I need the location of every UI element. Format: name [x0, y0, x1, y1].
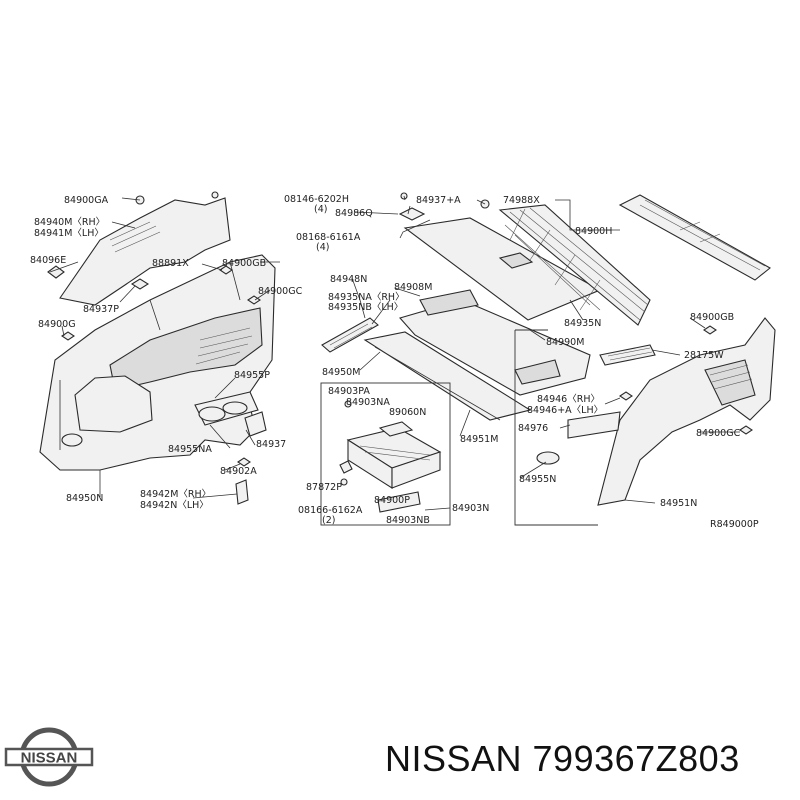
nissan-logo-text: NISSAN [21, 750, 78, 767]
label-08146-6202h: 08146-6202H [284, 194, 349, 205]
label-84955n: 84955N [519, 474, 556, 485]
label-08168-6161a: 08168-6161A [296, 232, 361, 243]
label-84900ga: 84900GA [64, 195, 109, 206]
label-84937p: 84937P [83, 304, 119, 315]
underfloor-box [320, 382, 451, 526]
label-84950n: 84950N [66, 493, 103, 504]
label-84096e: 84096E [30, 255, 66, 266]
label-84946: 84946〈RH〉 [537, 394, 600, 405]
label-89060n: 89060N [389, 407, 426, 418]
cargo-floor [321, 217, 602, 421]
label-84903pa: 84903PA [328, 386, 370, 397]
label-84951m: 84951M [460, 434, 498, 445]
right-trim-panel [536, 317, 776, 506]
label-84903na: 84903NA [346, 397, 390, 408]
label-84903n: 84903N [452, 503, 489, 514]
label-84908m: 84908M [394, 282, 432, 293]
label-84948n: 84948N [330, 274, 367, 285]
label-84900g: 84900G [38, 319, 76, 330]
label-84935na: 84935NA〈RH〉 [328, 292, 405, 303]
part-labels: 84900GA 84940M〈RH〉 84941M〈LH〉 84096E 888… [30, 194, 759, 530]
label-qty-4-b: (4) [316, 242, 329, 253]
label-qty-4-a: (4) [314, 204, 327, 215]
label-88891x: 88891X [152, 258, 189, 269]
label-84935n: 84935N [564, 318, 601, 329]
diagram-ref-code: R849000P [710, 519, 759, 530]
left-clips [47, 265, 261, 341]
label-84942n: 84942N〈LH〉 [140, 500, 209, 511]
label-84900gc-right: 84900GC [696, 428, 741, 439]
label-84986q: 84986Q [335, 208, 373, 219]
label-84900p: 84900P [374, 495, 410, 506]
cup-holder-84955p [194, 391, 267, 505]
label-84937: 84937 [256, 439, 286, 450]
nissan-logo: NISSAN [4, 727, 94, 787]
label-84903nb: 84903NB [386, 515, 430, 526]
label-84950m: 84950M [322, 367, 360, 378]
label-84941m: 84941M〈LH〉 [34, 228, 104, 239]
label-28175w: 28175W [684, 350, 724, 361]
right-callout-box [514, 329, 598, 526]
label-84955p: 84955P [234, 370, 270, 381]
upper-left-trim [59, 191, 231, 306]
label-84900gc-left: 84900GC [258, 286, 303, 297]
label-84940m: 84940M〈RH〉 [34, 217, 105, 228]
label-84937a: 84937+A [416, 195, 461, 206]
label-84976: 84976 [518, 423, 548, 434]
label-87872p: 87872P [306, 482, 342, 493]
label-84951n: 84951N [660, 498, 697, 509]
label-qty-2: (2) [322, 515, 335, 526]
rear-sill-plate [618, 194, 771, 281]
label-08166-6162a: 08166-6162A [298, 505, 363, 516]
label-84942m: 84942M〈RH〉 [140, 489, 211, 500]
leader-lines [49, 195, 740, 511]
label-84990m: 84990M [546, 337, 584, 348]
label-84900gb-right: 84900GB [690, 312, 734, 323]
label-84902a: 84902A [220, 466, 257, 477]
label-84935nb: 84935NB〈LH〉 [328, 302, 403, 313]
label-84900h: 84900H [575, 226, 612, 237]
part-number-caption: NISSAN 799367Z803 [385, 738, 740, 779]
label-84946a: 84946+A〈LH〉 [527, 405, 603, 416]
label-74988x: 74988X [503, 195, 540, 206]
label-84955na: 84955NA [168, 444, 212, 455]
label-84900gb-left: 84900GB [222, 258, 266, 269]
